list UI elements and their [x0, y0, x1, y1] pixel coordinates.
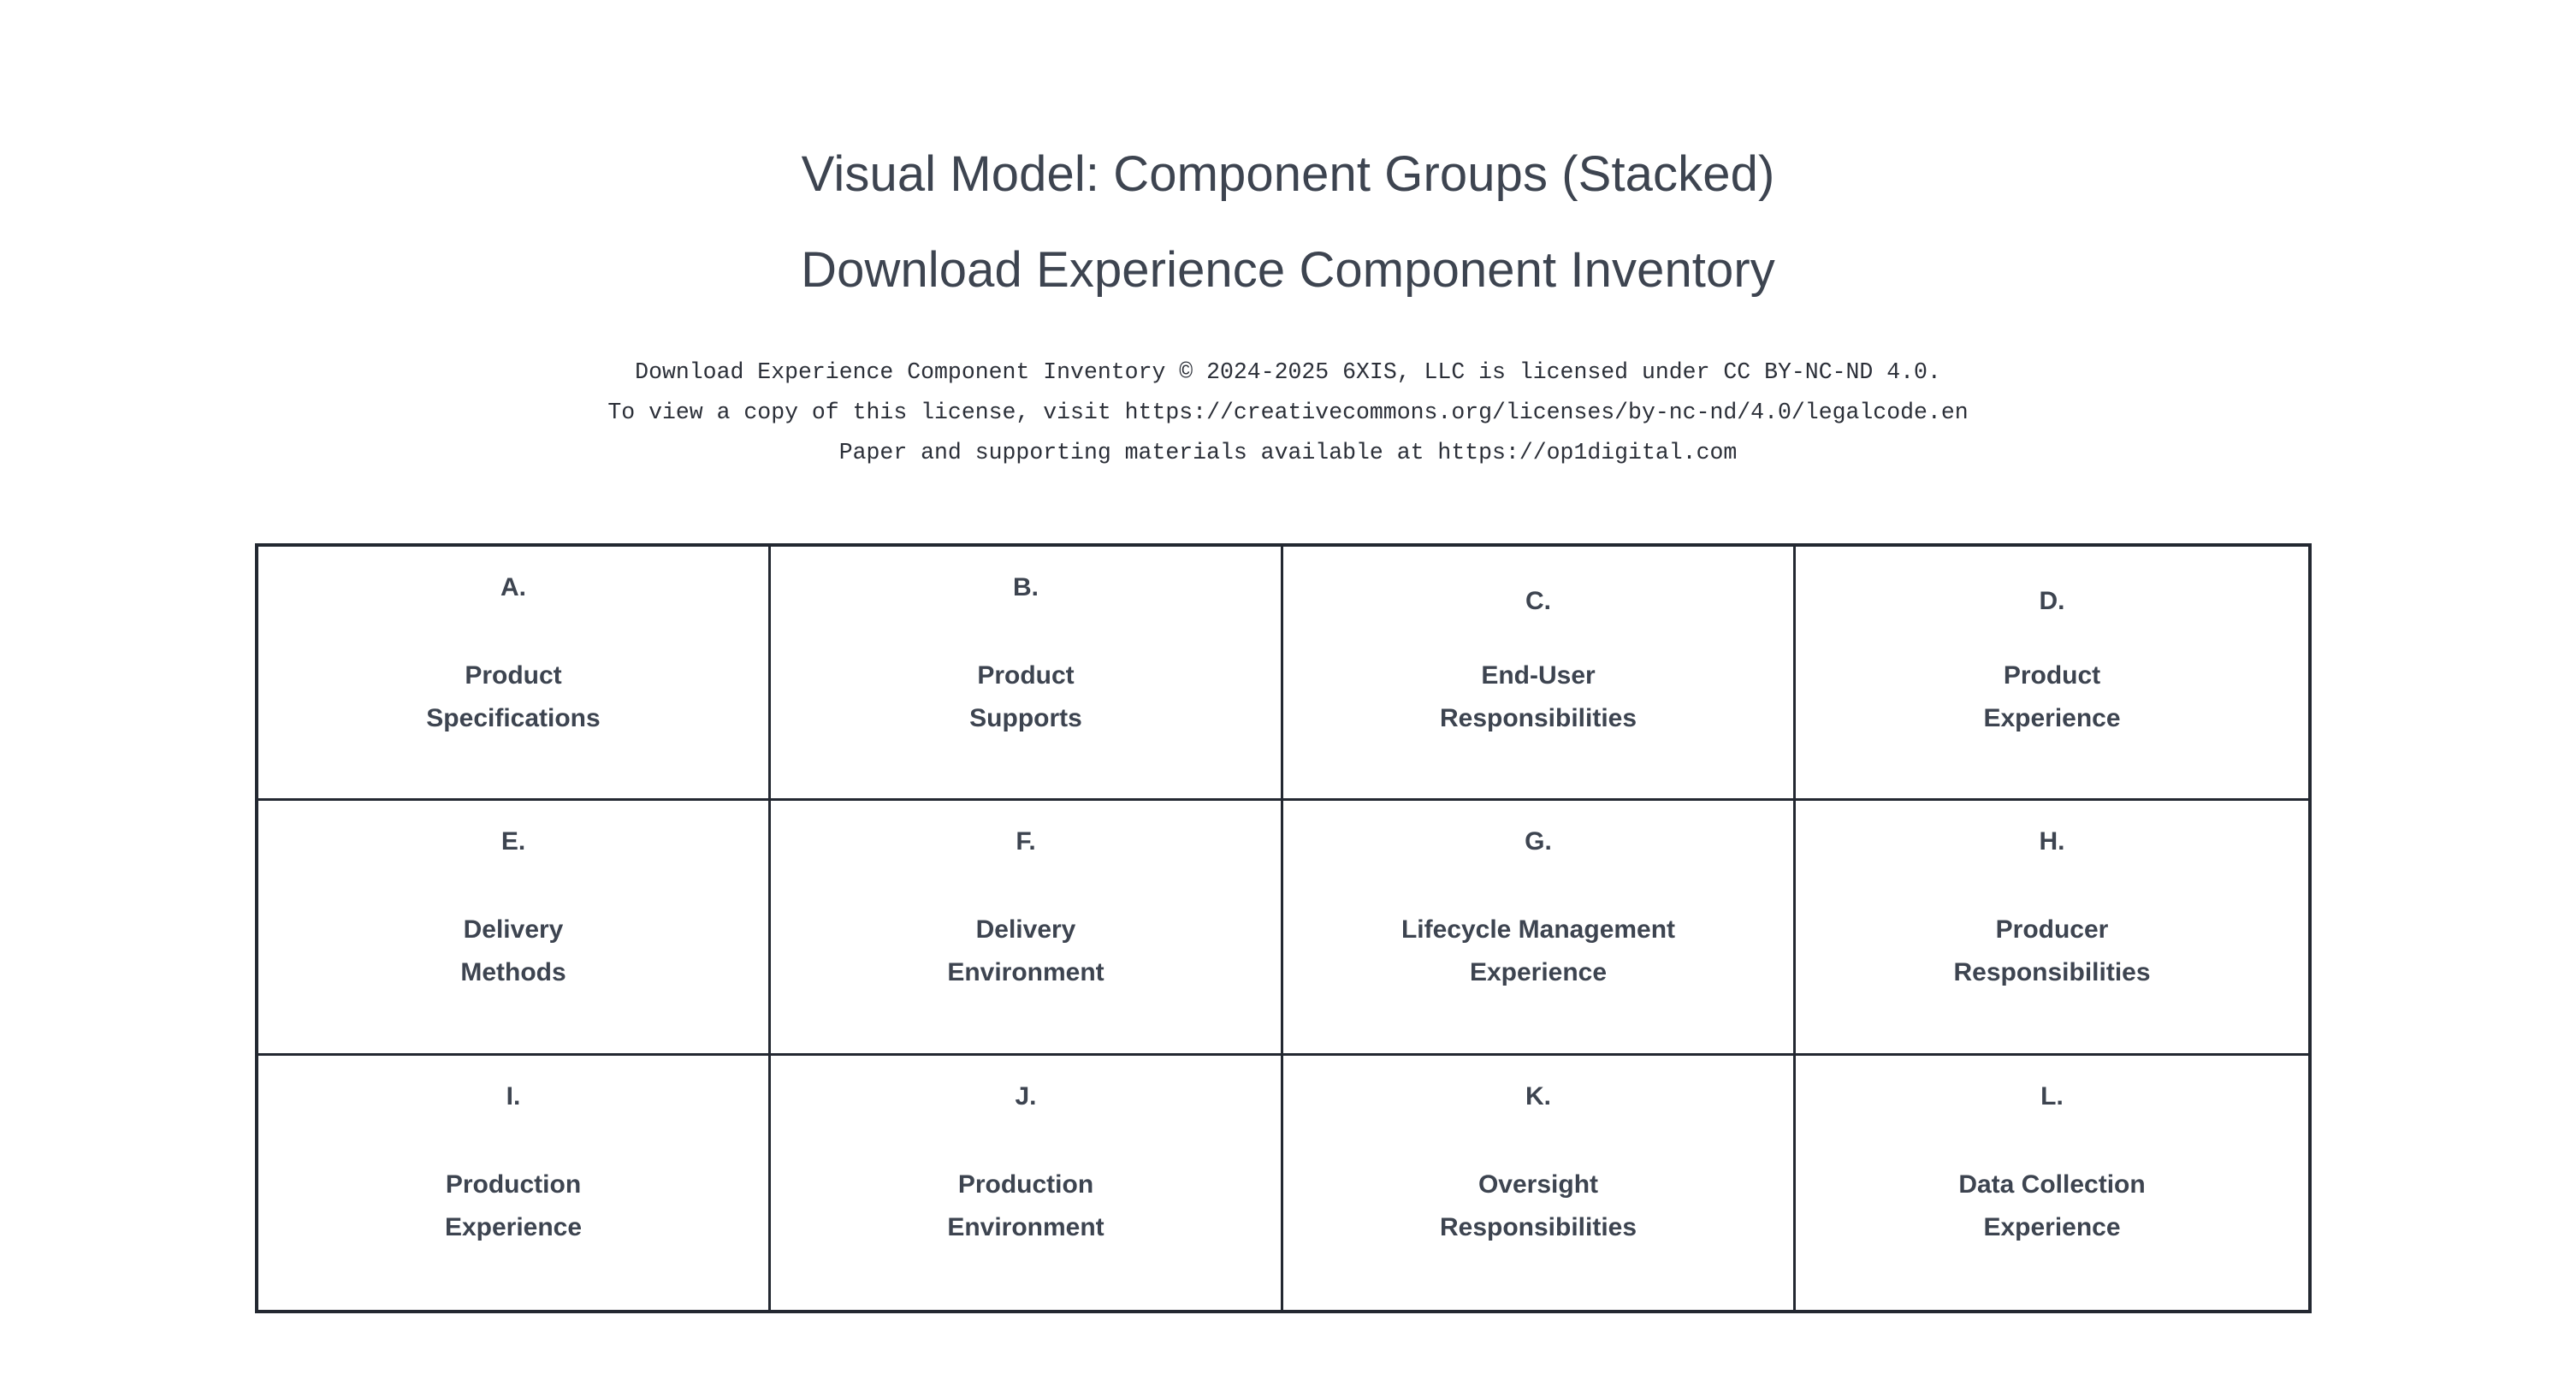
cell-title-h: Producer Responsibilities: [1953, 915, 2151, 987]
cell-letter-f: F.: [1016, 827, 1036, 856]
page-title-line-1: Visual Model: Component Groups (Stacked): [801, 146, 1775, 202]
cell-letter-l: L.: [2040, 1081, 2064, 1111]
cell-title-f: Delivery Environment: [947, 915, 1104, 987]
cell-letter-b: B.: [1013, 573, 1039, 601]
cell-title-l: Data Collection Experience: [1958, 1170, 2146, 1241]
component-group-cell-b: B. Product Supports: [771, 547, 1283, 802]
license-line-3: Paper and supporting materials available…: [838, 440, 1738, 465]
cell-letter-a: A.: [500, 573, 526, 601]
component-group-cell-i: I. Production Experience: [258, 1055, 771, 1310]
component-group-cell-h: H. Producer Responsibilities: [1796, 801, 2308, 1056]
component-group-cell-a: A. Product Specifications: [258, 547, 771, 802]
component-group-cell-c: C. End-User Responsibilities: [1283, 547, 1796, 802]
component-groups-grid: A. Product Specifications B. Product Sup…: [255, 543, 2312, 1313]
component-group-cell-l: L. Data Collection Experience: [1796, 1055, 2308, 1310]
cell-title-e: Delivery Methods: [460, 915, 566, 987]
cell-title-i: Production Experience: [444, 1170, 583, 1241]
cell-letter-e: E.: [500, 827, 526, 856]
license-line-1: Download Experience Component Inventory …: [635, 359, 1941, 385]
page-title: Visual Model: Component Groups (Stacked)…: [0, 127, 2576, 318]
license-notice: Download Experience Component Inventory …: [0, 352, 2576, 473]
cell-title-d: Product Experience: [1983, 661, 2121, 732]
cell-title-j: Production Environment: [947, 1170, 1104, 1241]
cell-title-g: Lifecycle Management Experience: [1401, 915, 1676, 987]
cell-title-c: End-User Responsibilities: [1439, 661, 1637, 732]
cell-title-k: Oversight Responsibilities: [1439, 1170, 1637, 1241]
cell-letter-k: K.: [1525, 1081, 1551, 1111]
cell-letter-d: D.: [2039, 587, 2065, 615]
license-line-2: To view a copy of this license, visit ht…: [607, 400, 1969, 425]
component-group-cell-d: D. Product Experience: [1796, 547, 2308, 802]
cell-letter-c: C.: [1525, 587, 1551, 615]
cell-title-b: Product Supports: [969, 661, 1082, 732]
component-group-cell-e: E. Delivery Methods: [258, 801, 771, 1056]
page-title-line-2: Download Experience Component Inventory: [801, 242, 1775, 298]
component-group-cell-k: K. Oversight Responsibilities: [1283, 1055, 1796, 1310]
cell-title-a: Product Specifications: [426, 661, 601, 732]
cell-letter-i: I.: [506, 1081, 521, 1111]
cell-letter-g: G.: [1525, 827, 1552, 856]
component-group-cell-g: G. Lifecycle Management Experience: [1283, 801, 1796, 1056]
component-group-cell-f: F. Delivery Environment: [771, 801, 1283, 1056]
cell-letter-h: H.: [2039, 827, 2065, 856]
component-group-cell-j: J. Production Environment: [771, 1055, 1283, 1310]
cell-letter-j: J.: [1015, 1081, 1037, 1111]
